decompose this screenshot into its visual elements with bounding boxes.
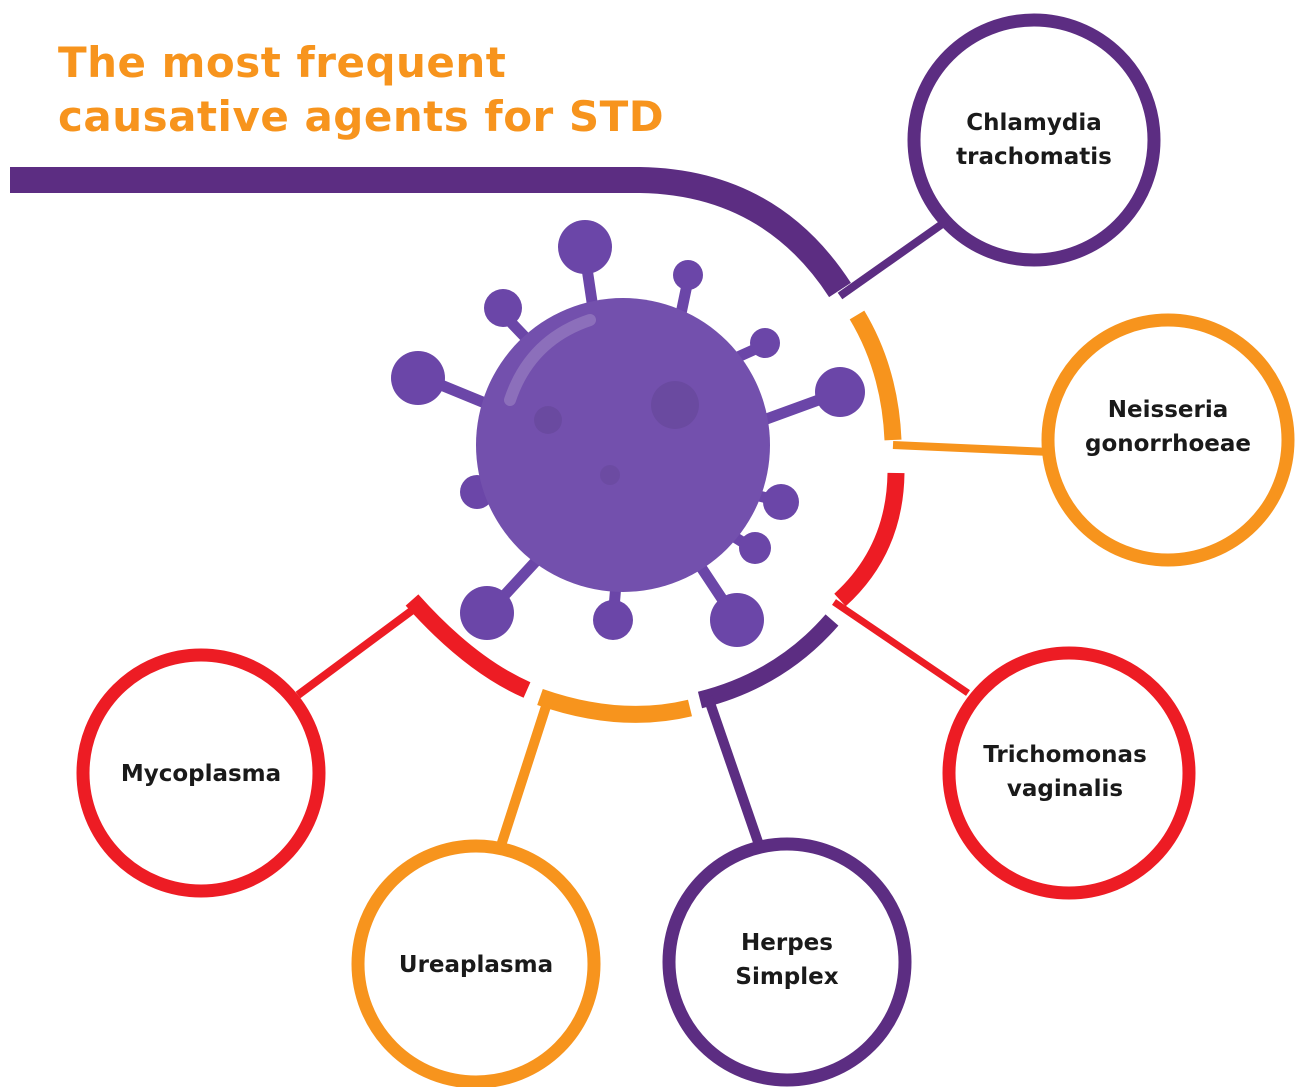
connector-neisseria [892, 441, 1051, 456]
connector-ureaplasma [492, 695, 554, 860]
title-line-1: The most frequent [58, 38, 507, 87]
agent-label-line-1: Neisseria [1107, 397, 1229, 423]
agent-circle-neisseria [1041, 313, 1295, 567]
agent-label-chlamydia: Chlamydia trachomatis [939, 100, 1129, 180]
agent-label-line-1: Ureaplasma [398, 952, 554, 978]
agent-label-line-2: Simplex [735, 964, 839, 990]
arc-segment-purple-bottom [697, 614, 839, 709]
agent-label-trichomonas: Trichomonas vaginalis [960, 732, 1170, 812]
agent-circle-trichomonas [942, 646, 1196, 900]
agent-label-line-2: gonorrhoeae [1084, 431, 1252, 457]
agent-label-line-1: Chlamydia [966, 110, 1102, 136]
header-purple-bar [10, 167, 851, 298]
agent-circle-mycoplasma [76, 648, 326, 898]
agent-label-neisseria: Neisseria gonorrhoeae [1063, 387, 1273, 467]
agent-circle-chlamydia [907, 13, 1161, 267]
agent-circle-herpes [662, 837, 912, 1087]
page-title: The most frequent causative agents for S… [58, 36, 664, 144]
arc-segment-orange-bottom [537, 688, 693, 723]
arc-segment-red-right [834, 472, 905, 607]
agent-label-mycoplasma: Mycoplasma [96, 754, 306, 794]
agent-label-line-2: trachomatis [956, 144, 1112, 170]
agent-label-herpes: Herpes Simplex [692, 920, 882, 1000]
connector-trichomonas [832, 599, 970, 696]
agent-label-line-2: vaginalis [1006, 776, 1124, 802]
agent-label-line-1: Trichomonas [983, 742, 1147, 768]
agent-label-line-1: Mycoplasma [120, 761, 282, 787]
agent-circle-ureaplasma [351, 839, 601, 1087]
arc-segment-red-left [405, 594, 531, 698]
title-line-2: causative agents for STD [58, 92, 665, 141]
connector-herpes [703, 695, 763, 844]
connector-chlamydia [837, 218, 948, 300]
agent-label-line-1: Herpes [741, 930, 833, 956]
connector-mycoplasma [295, 602, 421, 699]
agent-label-ureaplasma: Ureaplasma [371, 945, 581, 985]
arc-segment-orange-upper [849, 310, 902, 441]
virus-icon [391, 220, 865, 647]
